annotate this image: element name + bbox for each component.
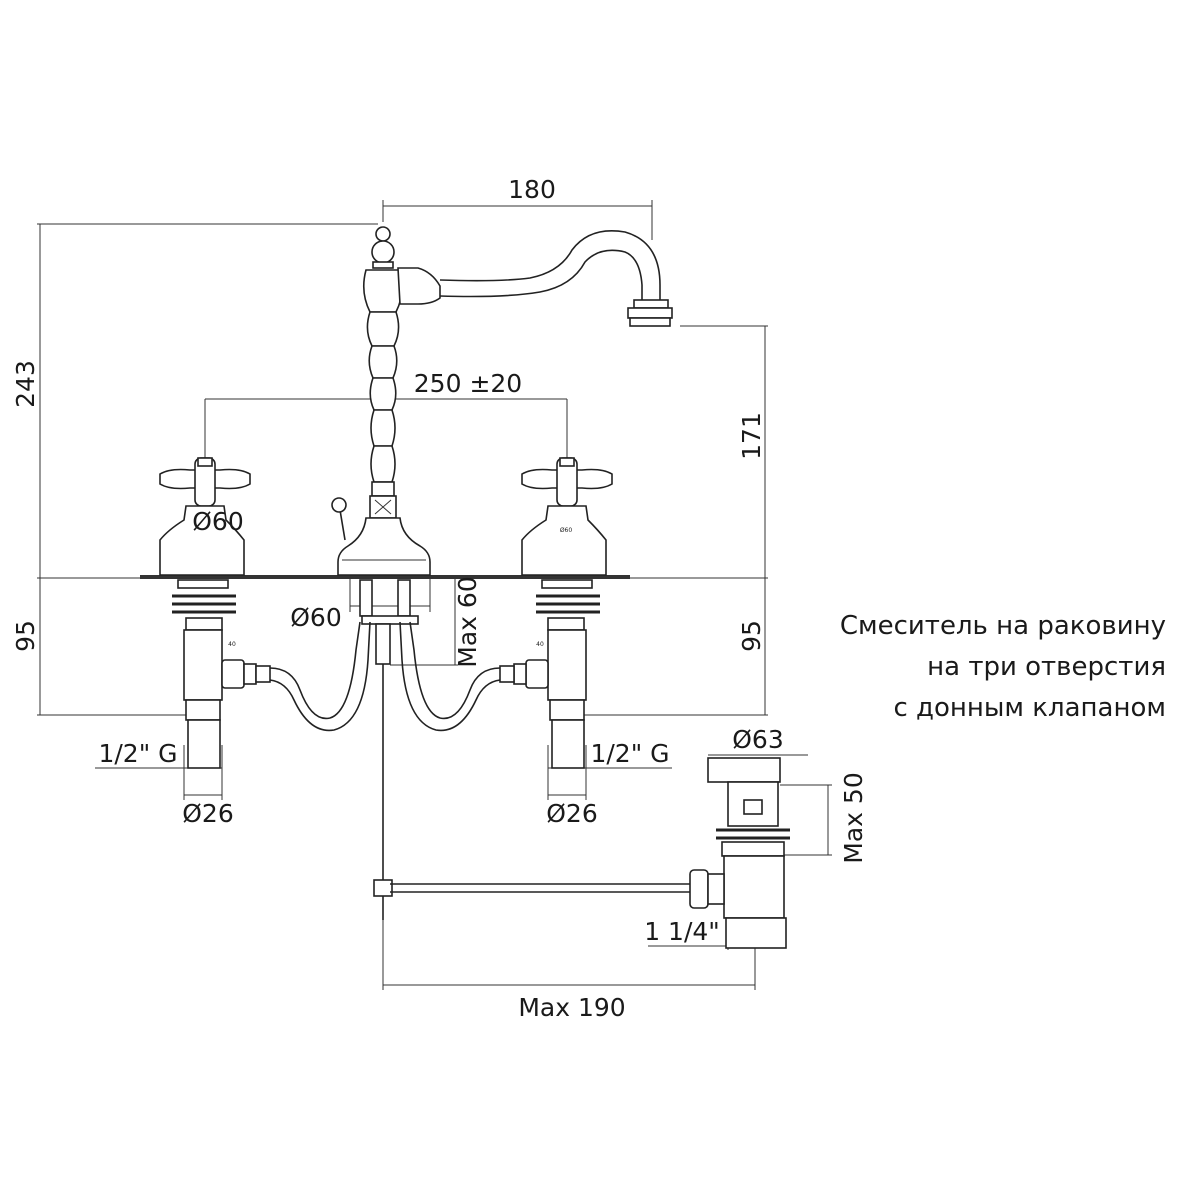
dim-center-base-diameter: Ø60 (290, 603, 342, 632)
dim-handle-spacing: 250 ±20 (414, 369, 522, 398)
right-valve (499, 457, 613, 769)
dim-spout-height: 171 (737, 412, 766, 460)
dim-right-valve-diameter-small: Ø60 (560, 527, 573, 534)
dim-total-height: 243 (11, 360, 40, 408)
dim-drain-thread: 1 1/4" (644, 917, 720, 946)
dim-left-depth: 95 (11, 620, 40, 652)
caption-line-3: с донным клапаном (893, 693, 1166, 723)
popup-rod (373, 664, 690, 920)
product-caption: Смеситель на раковину на три отверстия с… (746, 606, 1166, 729)
dim-right-connector-small: 40 (536, 641, 544, 648)
dim-left-thread: 1/2" G (98, 739, 177, 768)
dimension-labels: 180 243 171 250 ±20 Ø60 Ø60 Ø60 Max 60 9… (11, 175, 868, 1022)
left-valve (159, 457, 271, 769)
dim-spout-reach: 180 (508, 175, 556, 204)
dim-left-pipe-diameter: Ø26 (182, 799, 234, 828)
dimension-lines (37, 200, 832, 990)
center-shank-hoses (269, 579, 501, 732)
dim-left-connector-small: 40 (228, 641, 236, 648)
dim-max-clamp-depth: Max 60 (453, 576, 482, 667)
spout-body (331, 226, 673, 576)
drain-valve (689, 757, 790, 949)
caption-line-1: Смеситель на раковину (839, 611, 1166, 641)
dim-drain-max-height: Max 50 (839, 772, 868, 863)
dim-left-valve-diameter: Ø60 (192, 507, 244, 536)
caption-line-2: на три отверстия (927, 652, 1166, 682)
dim-right-pipe-diameter: Ø26 (546, 799, 598, 828)
countertop (140, 575, 630, 579)
dim-right-thread: 1/2" G (590, 739, 669, 768)
dim-rod-max-length: Max 190 (518, 993, 625, 1022)
dim-drain-cap-diameter: Ø63 (732, 725, 784, 754)
dim-right-depth: 95 (737, 620, 766, 652)
